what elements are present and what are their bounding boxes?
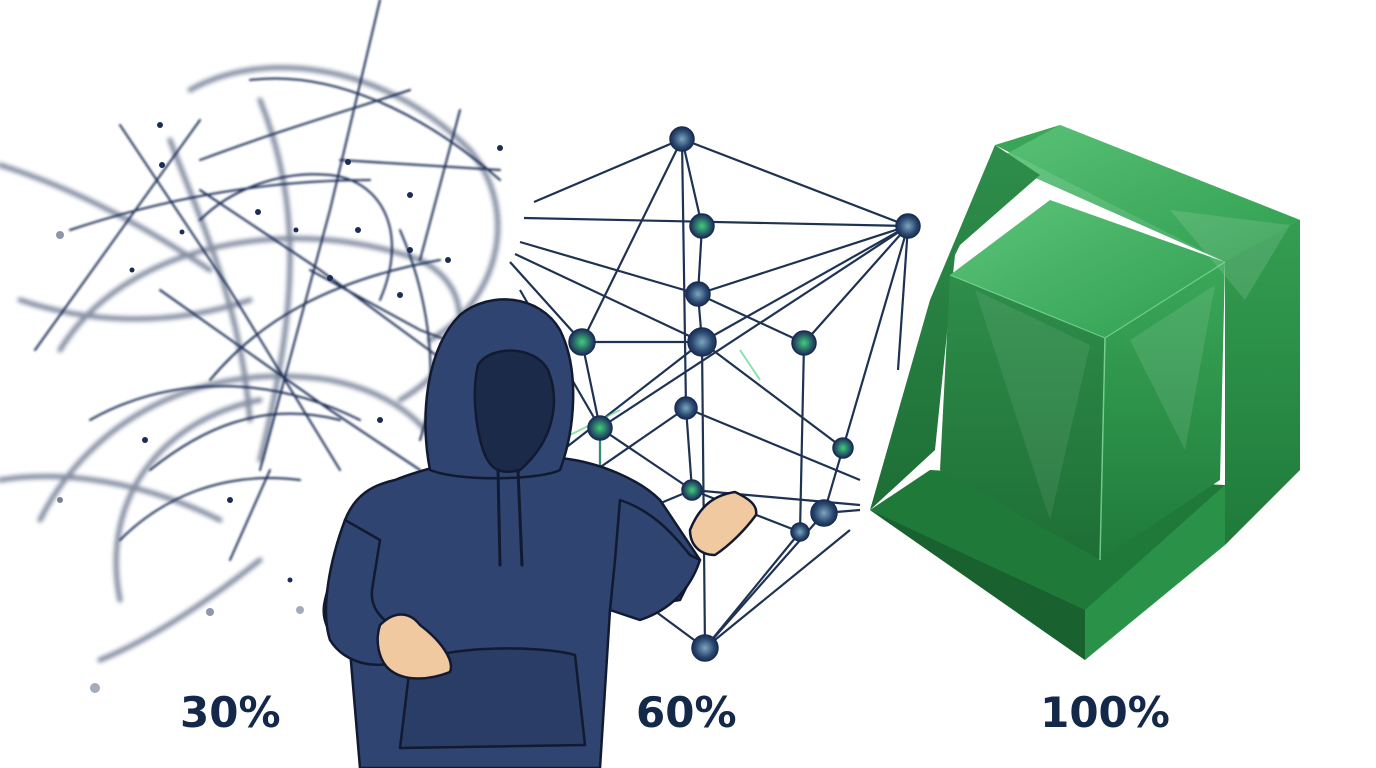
stage-label-solid: 100% — [1040, 688, 1170, 737]
stage-label-chaos: 30% — [180, 688, 281, 737]
stage-label-network: 60% — [636, 688, 737, 737]
